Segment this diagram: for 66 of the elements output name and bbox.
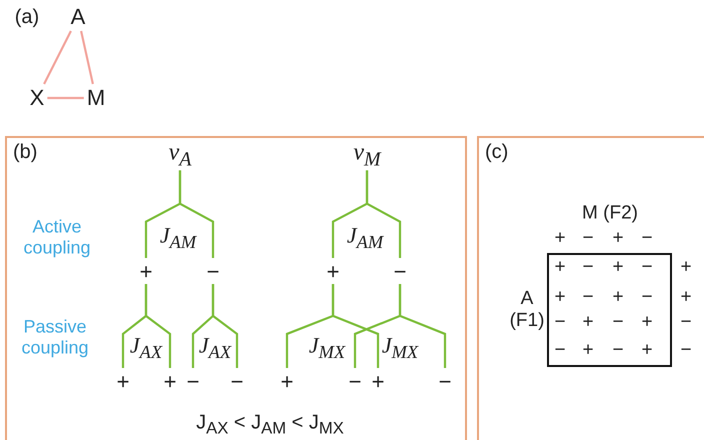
sign-cell: +	[612, 288, 624, 306]
coupling-constant-label: J$_{AX}$	[130, 334, 162, 362]
spin-state-sign: +	[164, 371, 176, 393]
coupling-relation: J$_{AX}$ < J$_{AM}$ < J$_{MX}$	[196, 412, 344, 438]
sign-cell: +	[612, 258, 624, 276]
coupling-constant-label: J$_{MX}$	[308, 334, 346, 362]
coupling-constant-label: J$_{AM}$	[346, 224, 384, 252]
vertex-label: X	[30, 87, 44, 109]
spin-state-sign: −	[186, 371, 200, 393]
splitting-line	[366, 170, 402, 258]
column-sign: +	[612, 228, 624, 248]
row-sign: +	[680, 258, 692, 276]
sign-cell: +	[641, 312, 653, 332]
coupling-type-label: Passive coupling	[20, 316, 90, 358]
triangle-side	[43, 30, 72, 84]
splitting-line	[332, 284, 380, 368]
row-sign: −	[680, 312, 692, 332]
row-sign: −	[680, 340, 692, 360]
panel-label: (c)	[485, 142, 508, 162]
spin-state-sign: +	[140, 261, 152, 283]
spin-state-sign: −	[394, 261, 406, 283]
spin-state-sign: +	[280, 371, 294, 393]
row-sign: +	[680, 288, 692, 306]
vertex-label: A	[70, 6, 86, 28]
sign-cell: −	[612, 312, 624, 332]
sign-cell: +	[582, 340, 594, 360]
splitting-line	[144, 284, 172, 368]
triangle-side	[80, 30, 94, 84]
column-sign: +	[554, 228, 566, 248]
sign-cell: −	[612, 340, 624, 360]
coupling-constant-label: J$_{MX}$	[382, 334, 418, 362]
panel-frame	[477, 136, 704, 440]
panel-label: (b)	[13, 142, 38, 162]
frequency-label: ν$_{A}$	[168, 140, 192, 170]
column-sign: −	[582, 228, 594, 248]
sign-cell: +	[641, 340, 653, 360]
axis-title: A (F1)	[508, 288, 546, 332]
sign-cell: −	[582, 288, 594, 306]
coupling-constant-label: J$_{AX}$	[198, 334, 232, 362]
sign-cell: −	[641, 288, 653, 306]
splitting-line	[178, 170, 214, 258]
spin-state-sign: −	[230, 371, 244, 393]
splitting-line	[212, 284, 238, 368]
sign-cell: +	[554, 258, 566, 276]
spin-state-sign: +	[372, 371, 384, 393]
sign-cell: +	[582, 312, 594, 332]
spin-state-sign: +	[326, 261, 340, 283]
sign-cell: +	[554, 288, 566, 306]
panel-frame	[5, 136, 467, 440]
coupling-type-label: Active coupling	[22, 216, 92, 258]
sign-cell: −	[554, 340, 566, 360]
triangle-side	[47, 96, 84, 100]
panel-label: (a)	[14, 7, 40, 27]
sign-cell: −	[582, 258, 594, 276]
column-sign: −	[641, 228, 653, 248]
splitting-line	[398, 284, 446, 368]
coupling-constant-label: J$_{AM}$	[160, 224, 196, 252]
spin-state-sign: −	[348, 371, 362, 393]
spin-state-sign: −	[206, 261, 220, 283]
spin-state-sign: +	[116, 371, 130, 393]
frequency-label: ν$_{M}$	[353, 140, 381, 170]
spin-state-sign: −	[438, 371, 452, 393]
sign-cell: −	[641, 258, 653, 276]
vertex-label: M	[86, 87, 106, 109]
axis-title: M (F2)	[582, 204, 638, 222]
sign-cell: −	[554, 312, 566, 332]
